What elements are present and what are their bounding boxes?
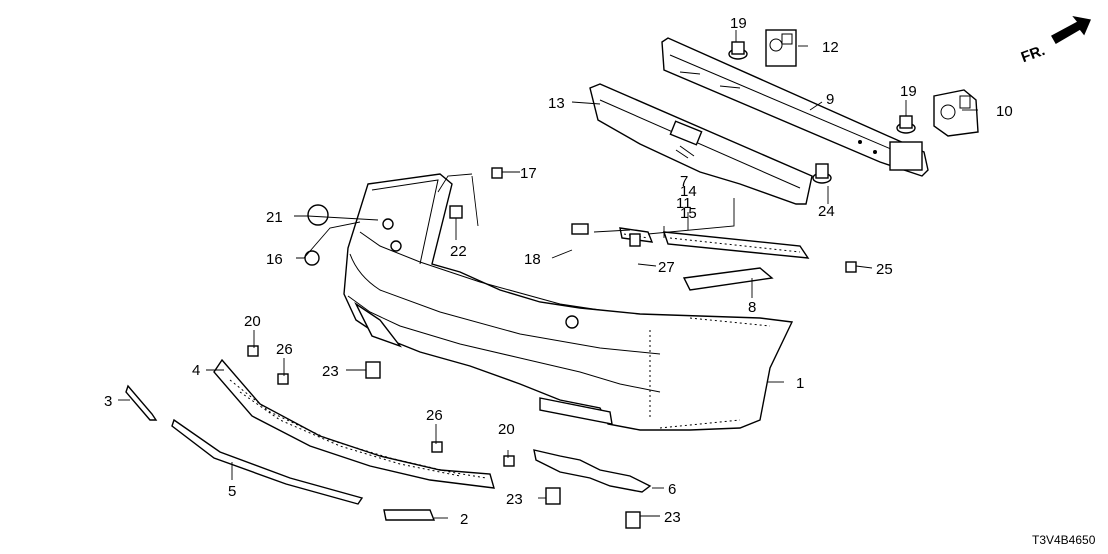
callout-15: 15 [680,205,697,222]
part-6-bracket [533,449,652,493]
callout-20a: 20 [244,313,261,330]
callout-20b: 20 [498,421,515,438]
part-4-lower-garnish [213,358,495,489]
callout-26a: 26 [276,341,293,358]
callout-22: 22 [450,243,467,260]
clip-19b [896,115,916,134]
part-13-absorber [589,83,813,205]
callout-24: 24 [818,203,835,220]
callout-1: 1 [796,375,804,392]
fasteners [247,167,857,529]
part-5-molding [171,418,364,505]
callout-27: 27 [658,259,675,276]
callout-2: 2 [460,511,468,528]
callout-10: 10 [996,103,1013,120]
part-8-stay [682,267,774,291]
callout-18: 18 [524,251,541,268]
drawing-code: T3V4B4650 [1032,533,1096,547]
callout-21: 21 [266,209,283,226]
part-2-reflector [383,509,436,521]
clip-19a [728,41,748,60]
callout-14: 14 [680,183,697,200]
front-direction-label: FR. [1019,42,1048,66]
callout-4: 4 [192,362,200,379]
callout-26b: 26 [426,407,443,424]
clip-24 [812,163,832,184]
part-15-bracket [662,231,810,259]
callout-19a: 19 [730,15,747,32]
callout-25: 25 [876,261,893,278]
part-12-bracket [765,29,797,67]
part-10-bracket [933,89,979,137]
callout-17: 17 [520,165,537,182]
callout-9: 9 [826,91,834,108]
callout-23a: 23 [322,363,339,380]
callout-11: 11 [676,195,692,212]
callout-16: 16 [266,251,283,268]
front-direction-arrow-icon [1051,15,1091,44]
callout-13: 13 [548,95,565,112]
callout-23c: 23 [664,509,681,526]
callout-8: 8 [748,299,756,316]
callout-6: 6 [668,481,676,498]
part-1-bumper-face [343,173,794,431]
callout-3: 3 [104,393,112,410]
callout-7: 7 [680,173,688,190]
callout-12: 12 [822,39,839,56]
leader-lines [118,30,978,519]
callout-23b: 23 [506,491,523,508]
callout-19b: 19 [900,83,917,100]
callout-5: 5 [228,483,236,500]
part-9-bumper-beam [661,37,929,177]
part-3-reflector [125,384,158,421]
